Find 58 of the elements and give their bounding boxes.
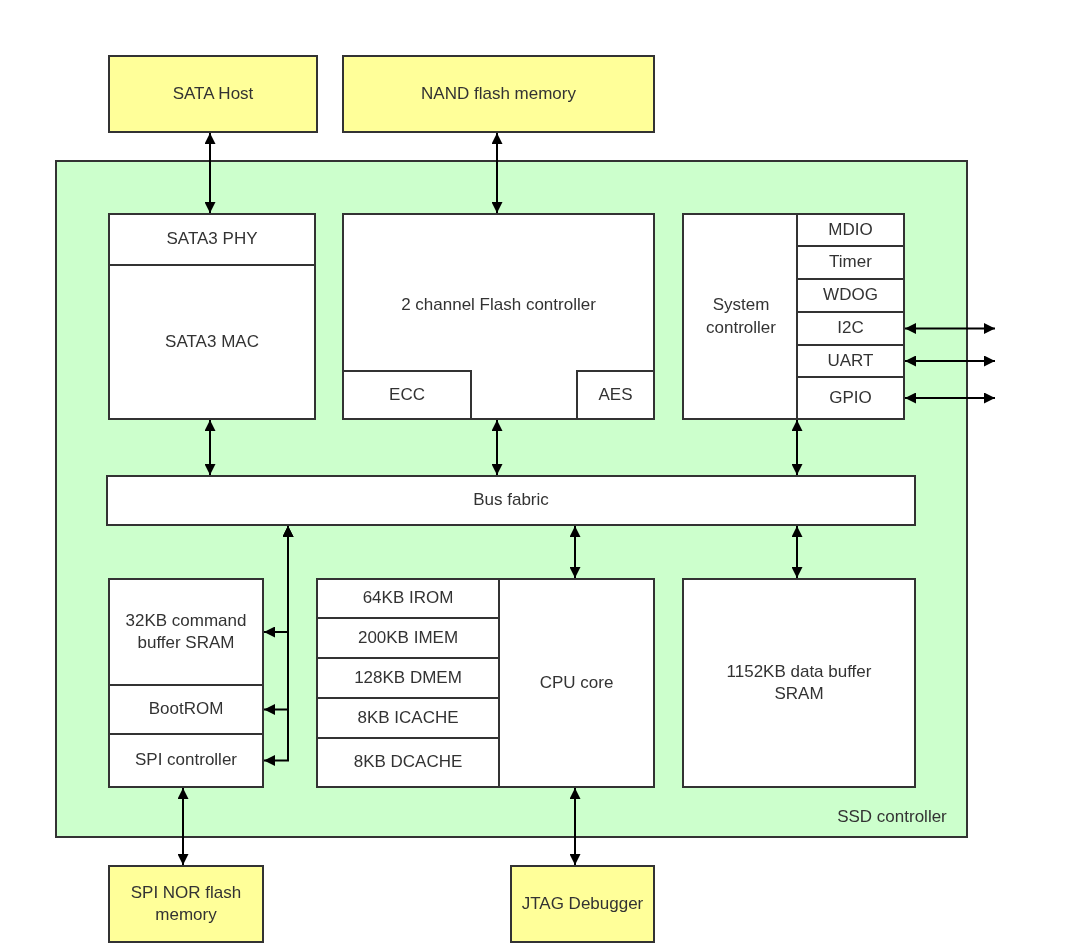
block-box: [682, 578, 916, 788]
arrow: [204, 419, 216, 476]
block-label: ECC: [389, 383, 425, 406]
block-label: AES: [598, 383, 633, 406]
block-box: [342, 213, 655, 420]
block-label: 32KB command buffer SRAM: [124, 609, 248, 654]
block-label: NAND flash memory: [421, 82, 576, 105]
block-label: SPI NOR flash memory: [129, 881, 243, 926]
bus-bar: [106, 475, 916, 526]
block-label: SATA3 MAC: [165, 330, 259, 353]
block-box: [108, 684, 264, 735]
block-label: 8KB ICACHE: [357, 706, 459, 729]
block-label: 200KB IMEM: [357, 626, 459, 649]
host-box: [108, 55, 318, 133]
block-label: Timer: [829, 251, 872, 274]
block-box: [344, 370, 472, 418]
block-label: 64KB IROM: [362, 587, 454, 610]
memory-box: [108, 865, 264, 943]
block-label: UART: [827, 349, 874, 372]
block-label: I2C: [837, 317, 864, 340]
arrow: [791, 419, 803, 476]
block-label: JTAG Debugger: [521, 892, 644, 915]
block-box: [576, 370, 653, 418]
arrow: [904, 323, 996, 334]
debugger-box: [510, 865, 655, 943]
block-label: 128KB DMEM: [354, 666, 462, 689]
block-box: [108, 733, 264, 788]
block-label: System controller: [705, 294, 777, 339]
block-label: SATA Host: [172, 82, 254, 105]
arrow: [569, 787, 581, 866]
block-label: MDIO: [828, 218, 873, 241]
block-box: [108, 213, 316, 266]
arrow: [491, 419, 503, 476]
block-label: WDOG: [823, 284, 878, 307]
block-box: [316, 578, 655, 788]
arrow: [569, 525, 581, 579]
block-label: CPU core: [539, 671, 614, 694]
block-box: [682, 213, 905, 420]
block-label: SPI controller: [134, 749, 237, 772]
arrow: [791, 525, 803, 579]
arrow: [491, 132, 503, 214]
arrow: [263, 525, 294, 766]
arrow: [904, 392, 996, 404]
arrow: [177, 787, 189, 866]
block-label: 8KB DCACHE: [353, 751, 463, 774]
block-label: SSD controller: [837, 805, 947, 828]
controller-panel: [55, 160, 968, 838]
arrow: [204, 132, 216, 214]
block-label: SATA3 PHY: [166, 228, 258, 251]
memory-box: [342, 55, 655, 133]
arrow: [904, 355, 996, 367]
block-label: Bus fabric: [473, 489, 549, 512]
block-box: [108, 264, 316, 420]
block-label: GPIO: [829, 386, 872, 409]
block-label: 1152KB data buffer SRAM: [725, 660, 873, 705]
block-label: 2 channel Flash controller: [401, 293, 596, 316]
block-label: BootROM: [148, 698, 224, 721]
block-box: [108, 578, 264, 686]
